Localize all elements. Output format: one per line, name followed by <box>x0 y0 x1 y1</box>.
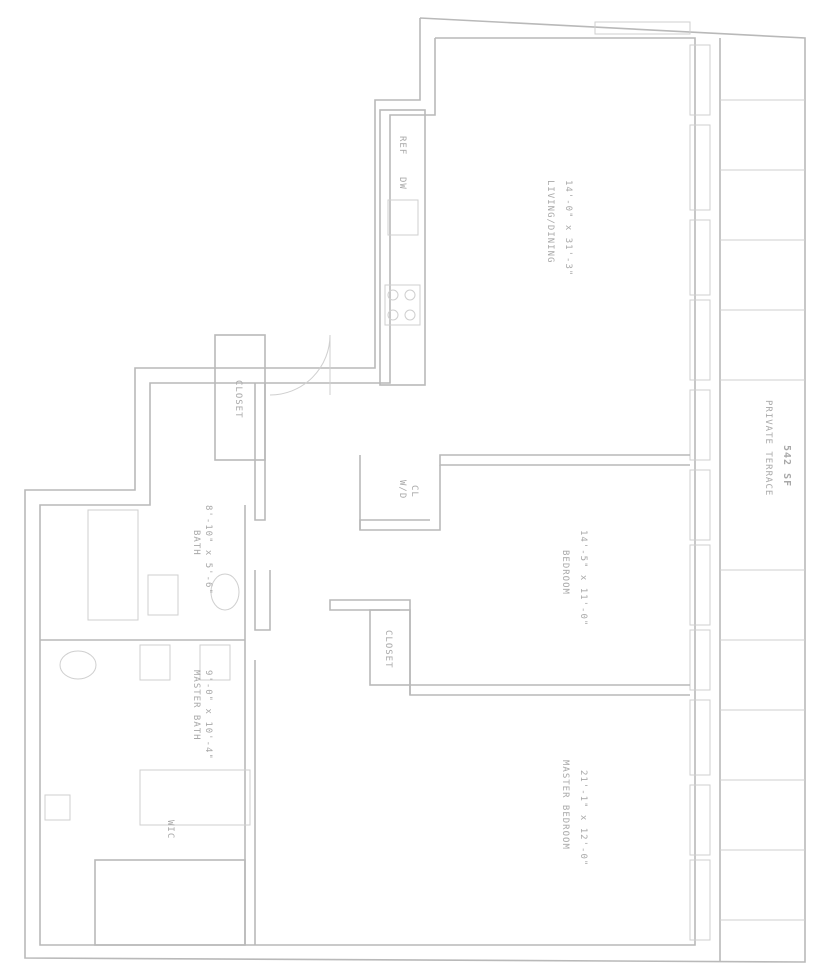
vanity-2 <box>199 644 231 681</box>
living-name: LIVING/DINING <box>545 180 555 263</box>
wd-sub: CL <box>409 485 419 498</box>
label-closet-bedroom: CLOSET <box>383 630 393 669</box>
master-bedroom-name: MASTER BEDROOM <box>560 760 570 850</box>
master-bath-dims: 9'-0" x 10'-4" <box>203 670 213 760</box>
closet-bedroom-name: CLOSET <box>383 630 393 669</box>
bathtub <box>87 509 139 621</box>
label-living: LIVING/DINING 14'-0" x 31'-3" <box>545 180 573 276</box>
label-master-bath: MASTER BATH 9'-0" x 10'-4" <box>191 670 213 760</box>
label-bath: BATH 8'-10" x 5'-6" <box>191 505 213 595</box>
label-closet-entry: CLOSET <box>233 380 243 419</box>
windows <box>594 21 711 941</box>
label-dw: DW <box>397 177 407 190</box>
bath-fixtures <box>44 509 251 826</box>
bath-name: BATH <box>191 530 201 556</box>
entry-door-swing <box>269 334 331 396</box>
toilet <box>210 573 240 611</box>
bath-dims: 8'-10" x 5'-6" <box>203 505 213 595</box>
label-terrace: PRIVATE TERRACE 542 SF <box>763 400 792 496</box>
living-dims: 14'-0" x 31'-3" <box>563 180 573 276</box>
ref-label: REF <box>397 136 407 155</box>
exterior-walls <box>24 17 806 963</box>
terrace-grid <box>720 99 805 921</box>
wic-name: WIC <box>165 820 175 839</box>
label-bedroom: BEDROOM 14'-5" x 11'-0" <box>560 530 588 626</box>
bedroom-dims: 14'-5" x 11'-0" <box>578 530 588 626</box>
terrace-name: PRIVATE TERRACE <box>763 400 773 496</box>
shower <box>139 769 251 826</box>
vanity-1 <box>139 644 171 681</box>
label-master-bedroom: MASTER BEDROOM 21'-1" x 12'-0" <box>560 760 588 866</box>
closet-entry-name: CLOSET <box>233 380 243 419</box>
sink-master <box>44 794 71 821</box>
bedroom-name: BEDROOM <box>560 550 570 595</box>
label-ref: REF <box>397 136 407 155</box>
interior-walls <box>40 334 690 946</box>
wd-name: W/D <box>397 480 407 499</box>
toilet-master <box>59 650 97 680</box>
terrace-area: 542 SF <box>781 445 792 487</box>
dw-label: DW <box>397 177 407 190</box>
kitchen-counter <box>379 109 426 386</box>
cooktop <box>384 284 421 326</box>
label-wic: WIC <box>165 820 175 839</box>
label-wd: W/D CL <box>397 480 419 499</box>
sink <box>387 199 419 236</box>
vanity <box>147 574 179 616</box>
master-bath-name: MASTER BATH <box>191 670 201 741</box>
master-bedroom-dims: 21'-1" x 12'-0" <box>578 770 588 866</box>
